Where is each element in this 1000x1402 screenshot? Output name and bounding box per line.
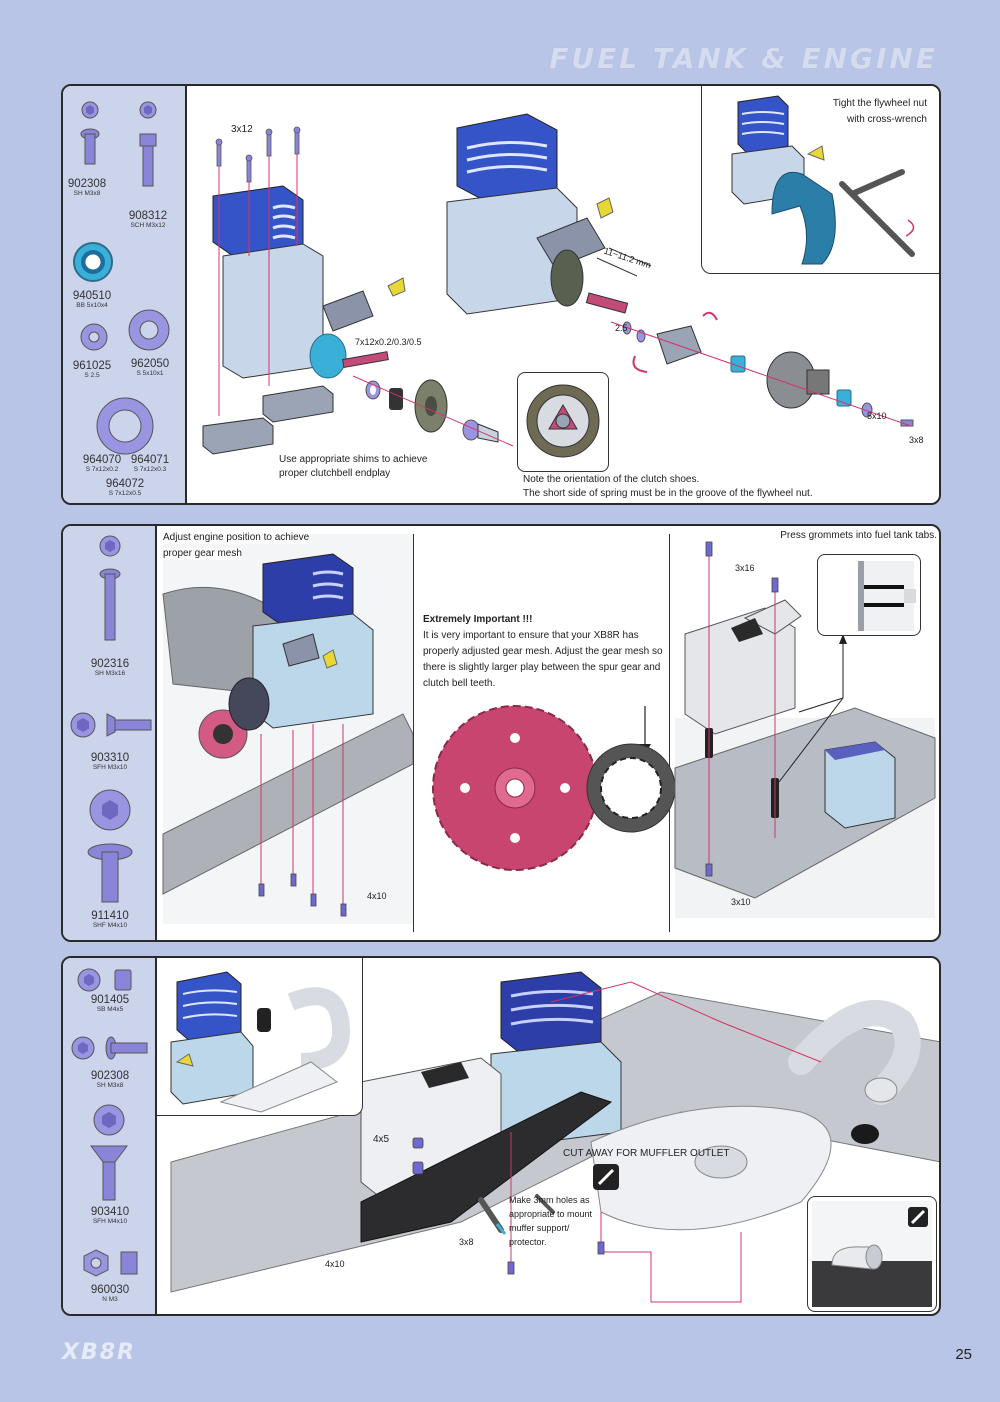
spur-gear-clutch-bell [432,705,676,871]
part-902308: 902308 SH M3x8 [67,178,107,197]
note-holes-4: protector. [509,1237,547,1247]
note-holes-3: muffer support/ [509,1223,570,1233]
divider-left [413,534,414,932]
screw-icon [139,101,157,187]
part-964070: 964070 S 7x12x0.2 [82,454,122,473]
part-902316: 902316 SH M3x16 [90,658,130,677]
engine-exploded-left [202,126,406,455]
part-962050: 962050 S 5x10x1 [130,358,170,377]
important-line-3: there is slightly larger play between th… [423,662,661,673]
important-line-1: It is very important to ensure that your… [423,630,639,641]
washer-icon [128,309,170,351]
note-gear-2: proper gear mesh [163,548,242,560]
note-gear-1: Adjust engine position to achieve [163,532,310,544]
fuel-tank-assembly [674,541,936,918]
muffler-outlet-icon [812,1201,932,1307]
label-shims: 7x12x0.2/0.3/0.5 [355,337,422,347]
button-screw-icon [77,968,132,992]
grommet-icon [858,561,916,631]
note-clutch-2: The short side of spring must be in the … [523,488,813,499]
part-960030: 960030 N M3 [90,1284,130,1303]
drill-icon [478,1197,507,1235]
note-shims-1: Use appropriate shims to achieve [279,454,428,465]
part-964071: 964071 S 7x12x0.3 [130,454,170,473]
label-3x10: 3x10 [731,897,751,907]
important-title: Extremely Important !!! [423,614,533,625]
label-2-5: 2.5 [615,323,628,333]
panel-exhaust: 901405 SB M4x5 902308 SH M3x8 903410 SFH… [61,956,941,1316]
engine-on-chassis [162,534,414,924]
exhaust-header-icon [170,971,351,1113]
engine-center [446,113,652,315]
muffler-outlet-detail-box [807,1196,937,1312]
grommet-detail-box [817,554,921,636]
note-clutch-1: Note the orientation of the clutch shoes… [523,474,700,485]
note-grommets: Press grommets into fuel tank tabs. [780,530,937,541]
shim-icon [96,397,154,455]
parts-column-1: 902308 SH M3x8 908312 SCH M3x12 940510 B… [63,86,187,503]
note-nut-1: Tight the flywheel nut [832,98,927,109]
screw-icon [99,535,121,641]
label-cutaway: CUT AWAY FOR MUFFLER OUTLET [563,1148,730,1159]
divider-right [669,534,670,932]
nut-icon [83,1249,138,1277]
screw-icon [80,101,100,165]
label-5x10: 5x10 [867,411,887,421]
flat-head-screw-icon [90,1104,128,1201]
note-holes-1: Make 3mm holes as [509,1195,590,1205]
part-961025: 961025 S 2.5 [72,360,112,379]
note-holes-2: appropriate to mount [509,1209,593,1219]
part-902308-b: 902308 SH M3x8 [90,1070,130,1089]
cross-wrench-icon [731,95,915,265]
label-3x12: 3x12 [231,124,253,135]
part-964072: 964072 S 7x12x0.5 [105,478,145,497]
page-title: FUEL TANK & ENGINE [549,42,938,75]
flat-head-screw-icon [70,712,152,738]
knife-icon [593,1164,619,1190]
part-911410: 911410 SHF M4x10 [91,910,129,929]
page-number: 25 [955,1346,972,1363]
wrench-detail-box [701,86,939,274]
important-line-2: properly adjusted gear mesh. Adjust the … [423,646,663,657]
label-3x8: 3x8 [909,435,924,445]
footer-logo: XB8R [62,1340,136,1365]
chassis-exhaust-assembly [170,971,939,1303]
part-901405: 901405 SB M4x5 [90,994,130,1013]
header-detail-box [157,958,363,1116]
washer-icon [80,323,108,351]
flanged-screw-icon [87,789,133,903]
label-4x5: 4x5 [373,1134,390,1145]
clutch-parts-left [352,375,514,447]
clutch-detail-box [517,372,609,472]
parts-column-3: 901405 SB M4x5 902308 SH M3x8 903410 SFH… [63,958,157,1314]
important-line-4: clutch bell teeth. [423,678,496,689]
clutch-shoe-icon [526,384,600,458]
parts-column-2: 902316 SH M3x16 903310 SFH M3x10 911410 … [63,526,157,940]
label-4x10: 4x10 [367,891,387,901]
note-nut-2: with cross-wrench [846,114,927,125]
clutch-parts-center [610,311,914,427]
part-903310: 903310 SFH M3x10 [90,752,130,771]
panel-engine-clutch: 902308 SH M3x8 908312 SCH M3x12 940510 B… [61,84,941,505]
screw-icon [71,1036,148,1060]
part-940510: 940510 BB 5x10x4 [72,290,112,309]
part-908312: 908312 SCH M3x12 [128,210,168,229]
bearing-icon [73,242,113,282]
label-3x16: 3x16 [735,563,755,573]
note-shims-2: proper clutchbell endplay [279,468,391,479]
panel-gear-mesh-fuel-tank: 902316 SH M3x16 903310 SFH M3x10 911410 … [61,524,941,942]
part-903410: 903410 SFH M4x10 [90,1206,130,1225]
label-4x10: 4x10 [325,1259,345,1269]
label-3x8: 3x8 [459,1237,474,1247]
